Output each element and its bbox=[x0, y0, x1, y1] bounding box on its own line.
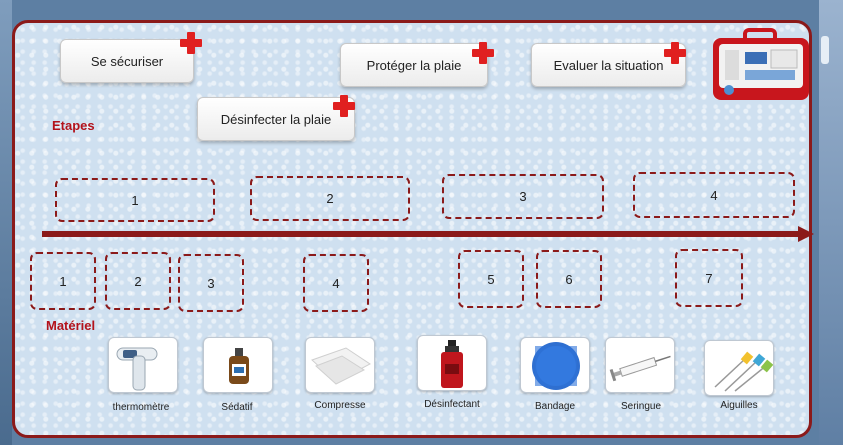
slot-number: 1 bbox=[131, 192, 139, 208]
slot-number: 6 bbox=[565, 271, 573, 287]
material-card-bandage[interactable] bbox=[520, 337, 590, 393]
scroll-thumb[interactable] bbox=[821, 36, 829, 64]
window-edge-left bbox=[0, 0, 12, 445]
compress-icon bbox=[311, 347, 371, 385]
window-edge-right bbox=[819, 0, 843, 445]
step-button-label: Evaluer la situation bbox=[553, 57, 664, 73]
slot-number: 2 bbox=[134, 273, 142, 289]
material-card-desinfectant[interactable] bbox=[417, 335, 487, 391]
material-label: Compresse bbox=[314, 400, 366, 411]
red-cross-icon bbox=[472, 42, 494, 64]
step-button-label: Désinfecter la plaie bbox=[220, 111, 332, 127]
slot-number: 3 bbox=[207, 275, 215, 291]
material-slot-6[interactable]: 6 bbox=[536, 250, 602, 308]
material-label: Bandage bbox=[534, 401, 576, 412]
step-button-label: Se sécuriser bbox=[90, 53, 164, 69]
material-label: Seringue bbox=[620, 401, 662, 412]
sedative-bottle-icon bbox=[229, 348, 249, 384]
materiel-label: Matériel bbox=[46, 318, 96, 333]
slot-number: 5 bbox=[487, 271, 495, 287]
material-slot-4[interactable]: 4 bbox=[303, 254, 369, 312]
red-cross-icon bbox=[180, 32, 202, 54]
needles-icon bbox=[714, 351, 773, 392]
slot-number: 4 bbox=[332, 275, 340, 291]
material-label: Désinfectant bbox=[424, 399, 480, 410]
material-slot-2[interactable]: 2 bbox=[105, 252, 171, 310]
slot-number: 3 bbox=[519, 189, 527, 204]
material-slot-5[interactable]: 5 bbox=[458, 250, 524, 308]
step-button-proteger[interactable]: Protéger la plaie bbox=[340, 43, 488, 87]
disinfectant-icon bbox=[441, 340, 463, 388]
material-card-aiguilles[interactable] bbox=[704, 340, 774, 396]
etapes-label: Etapes bbox=[52, 118, 95, 133]
step-slot-2[interactable]: 2 bbox=[250, 176, 410, 221]
first-aid-kit-image bbox=[713, 28, 809, 100]
step-button-evaluer[interactable]: Evaluer la situation bbox=[531, 43, 686, 87]
material-card-seringue[interactable] bbox=[605, 337, 675, 393]
step-button-se-securiser[interactable]: Se sécuriser bbox=[60, 39, 194, 83]
slot-number: 4 bbox=[710, 187, 718, 203]
material-slot-7[interactable]: 7 bbox=[675, 249, 743, 307]
material-card-compresse[interactable] bbox=[305, 337, 375, 393]
slot-number: 7 bbox=[705, 270, 713, 286]
material-card-thermometre[interactable] bbox=[108, 337, 178, 393]
material-label: Aiguilles bbox=[720, 400, 758, 411]
step-slot-4[interactable]: 4 bbox=[633, 172, 795, 218]
step-slot-3[interactable]: 3 bbox=[442, 174, 604, 219]
material-slot-3[interactable]: 3 bbox=[178, 254, 244, 312]
step-button-desinfecter[interactable]: Désinfecter la plaie bbox=[197, 97, 355, 141]
step-button-label: Protéger la plaie bbox=[366, 57, 462, 73]
thermometer-icon bbox=[116, 347, 158, 391]
syringe-icon bbox=[609, 355, 671, 382]
material-label: Sédatif bbox=[221, 402, 253, 413]
step-slot-1[interactable]: 1 bbox=[55, 178, 215, 222]
bandage-icon bbox=[532, 342, 580, 390]
material-card-sedatif[interactable] bbox=[203, 337, 273, 393]
arrow-head-icon bbox=[798, 226, 814, 242]
timeline-arrow bbox=[42, 231, 800, 237]
red-cross-icon bbox=[333, 95, 355, 117]
material-slot-1[interactable]: 1 bbox=[30, 252, 96, 310]
red-cross-icon bbox=[664, 42, 686, 64]
slot-number: 2 bbox=[326, 191, 334, 206]
material-label: thermomètre bbox=[112, 402, 170, 413]
slot-number: 1 bbox=[59, 273, 67, 289]
